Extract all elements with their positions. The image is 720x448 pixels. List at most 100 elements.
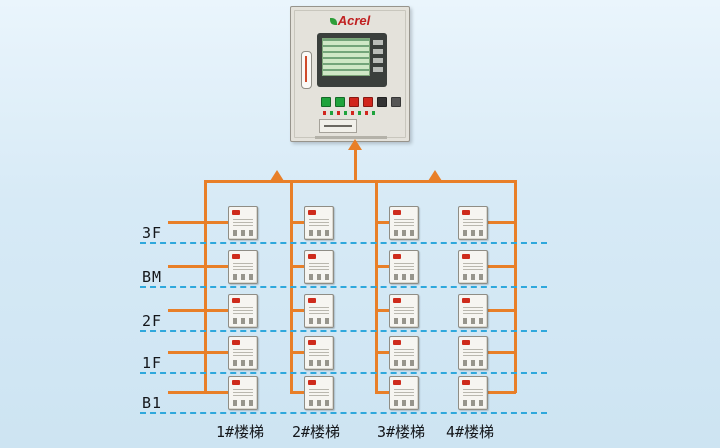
monitor-device (228, 250, 258, 284)
monitor-device (228, 336, 258, 370)
device-ports (394, 400, 414, 406)
monitor-device (304, 206, 334, 240)
status-led-icon (462, 210, 470, 215)
stair-label-4: 4#楼梯 (445, 423, 495, 441)
device-text-area (309, 389, 329, 396)
monitor-device (304, 336, 334, 370)
monitor-device (389, 294, 419, 328)
connector-stub (168, 351, 229, 354)
status-led-icon (393, 340, 401, 345)
display-panel (317, 33, 387, 87)
device-text-area (394, 219, 414, 226)
connector-stub (486, 309, 516, 312)
device-ports (309, 230, 329, 236)
device-text-area (463, 349, 483, 356)
cabinet-feed-line (354, 149, 357, 183)
device-text-area (309, 349, 329, 356)
monitor-device (389, 376, 419, 410)
monitor-device (458, 250, 488, 284)
acrel-logo: Acrel (291, 13, 409, 28)
red-button (363, 97, 373, 107)
floor-separator-line (140, 242, 547, 244)
floor-label-3f: 3F (142, 224, 163, 242)
connector-stub (290, 265, 306, 268)
status-led-icon (393, 210, 401, 215)
status-led-icon (232, 298, 240, 303)
device-text-area (463, 307, 483, 314)
printer-slot (319, 119, 357, 133)
status-led-icon (308, 298, 316, 303)
device-text-area (463, 219, 483, 226)
monitor-device (458, 376, 488, 410)
monitor-device (458, 206, 488, 240)
device-ports (463, 230, 483, 236)
monitor-device (389, 336, 419, 370)
monitor-device (389, 250, 419, 284)
device-ports (309, 400, 329, 406)
device-ports (233, 274, 253, 280)
flow-arrow-icon (428, 170, 442, 181)
connector-stub (290, 309, 306, 312)
device-text-area (233, 219, 253, 226)
monitor-device (228, 376, 258, 410)
status-led-icon (308, 210, 316, 215)
floor-label-2f: 2F (142, 312, 163, 330)
nameplate-strip (315, 136, 387, 139)
device-ports (463, 274, 483, 280)
floor-label-bm: BM (142, 268, 163, 286)
flow-arrow-icon (270, 170, 284, 181)
status-led-icon (462, 340, 470, 345)
device-text-area (233, 307, 253, 314)
device-ports (394, 274, 414, 280)
device-text-area (394, 389, 414, 396)
connector-stub (375, 265, 391, 268)
floor-separator-line (140, 286, 547, 288)
device-ports (309, 318, 329, 324)
device-ports (463, 400, 483, 406)
status-led-icon (462, 254, 470, 259)
connector-stub (486, 265, 516, 268)
connector-stub (168, 265, 229, 268)
dark-button (377, 97, 387, 107)
connector-stub (375, 391, 391, 394)
monitor-device (304, 294, 334, 328)
status-led-icon (232, 254, 240, 259)
connector-stub (486, 351, 516, 354)
device-ports (463, 360, 483, 366)
device-text-area (309, 263, 329, 270)
device-ports (394, 230, 414, 236)
panel-keys (373, 40, 383, 72)
connector-stub (168, 221, 229, 224)
stair-label-2: 2#楼梯 (291, 423, 341, 441)
device-ports (233, 318, 253, 324)
connector-stub (290, 221, 306, 224)
device-ports (463, 318, 483, 324)
device-text-area (309, 219, 329, 226)
status-led-icon (308, 254, 316, 259)
status-led-icon (232, 380, 240, 385)
monitoring-cabinet: Acrel (290, 6, 410, 142)
device-text-area (233, 389, 253, 396)
device-ports (394, 318, 414, 324)
monitor-device (304, 376, 334, 410)
floor-separator-line (140, 330, 547, 332)
floor-label-b1: B1 (142, 394, 163, 412)
red-button (349, 97, 359, 107)
button-row (321, 97, 401, 107)
indicator-leds (323, 111, 379, 115)
device-text-area (394, 349, 414, 356)
green-button (335, 97, 345, 107)
flow-arrow-icon (348, 139, 362, 150)
status-led-icon (308, 340, 316, 345)
status-led-icon (393, 380, 401, 385)
status-led-icon (232, 210, 240, 215)
connector-stub (486, 391, 516, 394)
status-led-icon (308, 380, 316, 385)
status-led-icon (393, 298, 401, 303)
connector-stub (168, 309, 229, 312)
device-text-area (233, 349, 253, 356)
leaf-icon (329, 18, 337, 25)
device-text-area (463, 389, 483, 396)
connector-stub (375, 221, 391, 224)
stair-label-1: 1#楼梯 (215, 423, 265, 441)
